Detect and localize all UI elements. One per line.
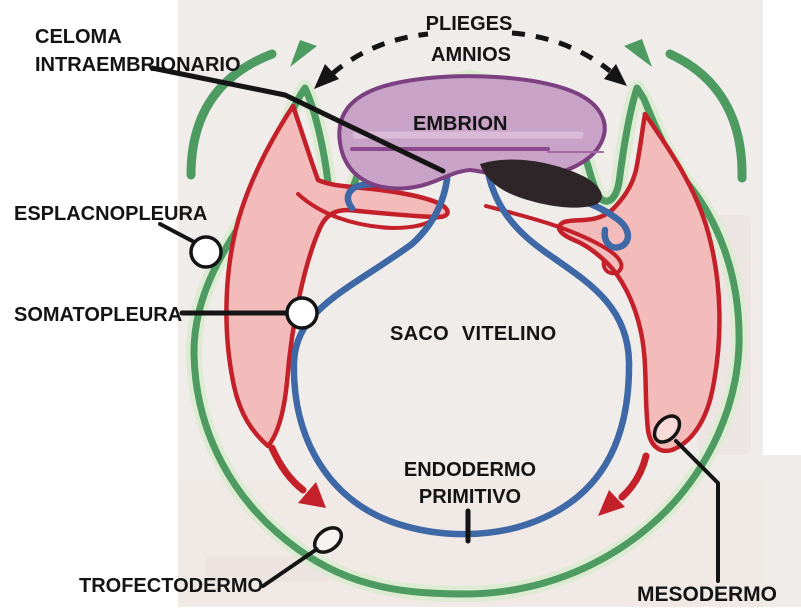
label-endodermo-line1: ENDODERMO <box>404 459 536 481</box>
somatopleura-marker-circle <box>285 296 319 330</box>
scan-background-corner <box>763 455 801 607</box>
migration-arrow-left-shaft <box>268 444 307 494</box>
mesodermo-pointer-line <box>674 439 720 583</box>
label-esplacnopleura: ESPLACNOPLEURA <box>14 203 207 225</box>
esplacnopleura-marker-circle <box>189 235 223 269</box>
amnion-arc-right-arrowhead <box>604 64 627 86</box>
dark-crescent <box>480 159 602 208</box>
fold-arrow-left-head <box>290 40 317 67</box>
amnion-arc-left-arrowhead <box>314 64 339 89</box>
label-celoma-line2: INTRAEMBRIONARIO <box>35 54 241 76</box>
label-somatopleura: SOMATOPLEURA <box>14 304 182 326</box>
mesoderm-wing-right <box>556 111 722 454</box>
trofectodermo-loop-marker <box>312 526 344 554</box>
label-embrion: EMBRION <box>413 113 507 135</box>
label-trofectodermo: TROFECTODERMO <box>79 575 263 597</box>
amnion-dashed-arc-left <box>330 31 429 76</box>
trofectodermo-pointer-line <box>261 547 319 588</box>
label-mesodermo: MESODERMO <box>637 583 777 606</box>
migration-arrow-right-shaft <box>618 452 650 501</box>
fold-arrow-right-head <box>624 39 652 67</box>
mesodermo-loop-marker <box>652 414 682 444</box>
esplacnopleura-pointer-line <box>158 222 200 246</box>
celoma-pointer-line <box>149 65 446 174</box>
mesoderm-curl-right <box>484 204 624 276</box>
amnion-dashed-arc-right <box>511 30 612 73</box>
label-plieges-line2: AMNIOS <box>431 44 511 66</box>
label-saco-vitelino: SACO VITELINO <box>390 323 556 345</box>
migration-arrow-left-head <box>298 482 326 508</box>
fold-arrow-left-shaft <box>186 49 277 180</box>
label-celoma-line1: CELOMA <box>35 26 122 48</box>
label-endodermo-line2: PRIMITIVO <box>419 486 521 508</box>
fold-arrow-right-shaft <box>665 49 747 183</box>
migration-arrow-right-head <box>598 490 625 516</box>
label-plieges-line1: PLIEGES <box>426 13 513 35</box>
